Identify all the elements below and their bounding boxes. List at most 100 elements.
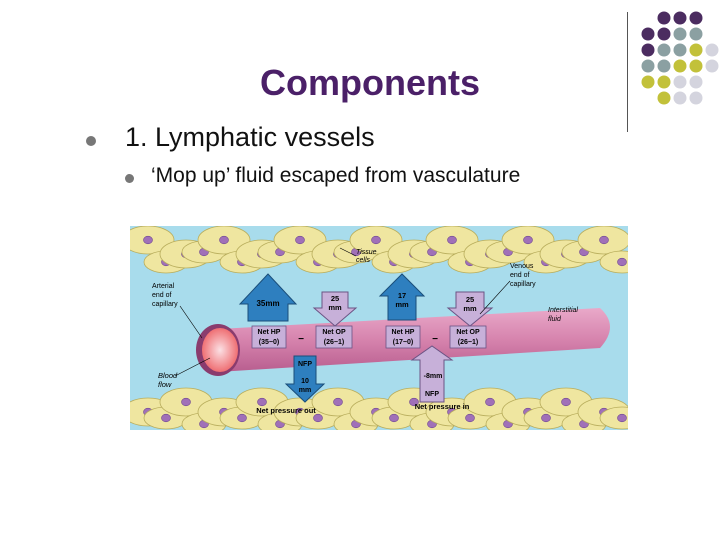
nfp-out-value: 10: [301, 378, 309, 385]
label-35mm: 35mm: [256, 299, 279, 308]
tissue-cells-label-2: cells: [356, 257, 371, 264]
cell-nucleus: [389, 413, 399, 423]
decorative-dot: [705, 43, 719, 57]
tissue-cells-bottom: [130, 387, 628, 430]
decorative-dot: [673, 91, 687, 105]
decorative-dot: [657, 75, 671, 89]
interstitial-fluid-label: Interstitial: [548, 307, 578, 314]
decorative-dot: [657, 43, 671, 57]
label-mm-left: mm: [328, 303, 342, 312]
cell-nucleus: [143, 235, 153, 245]
label-25-right: 25: [466, 295, 474, 304]
net-op-box-left: [315, 325, 353, 349]
decorative-dot: [673, 43, 687, 57]
label-mm-right: mm: [463, 304, 477, 313]
decorative-dot: [689, 59, 703, 73]
cell-nucleus: [465, 413, 475, 423]
arterial-end-label: Arterial: [152, 283, 175, 290]
decorative-dot: [689, 75, 703, 89]
slide-title: Components: [260, 62, 480, 103]
net-op-left-value: (26−1): [324, 339, 344, 346]
decorative-dot: [673, 59, 687, 73]
label-25-left: 25: [331, 294, 339, 303]
nfp-out-unit: mm: [299, 387, 311, 394]
cell-nucleus: [561, 397, 571, 407]
decorative-dot: [641, 75, 655, 89]
decorative-dot: [689, 91, 703, 105]
minus-sign-left: −: [298, 334, 304, 345]
net-op-right-value: (26−1): [458, 339, 478, 346]
decorative-dot: [689, 27, 703, 41]
cell-nucleus: [371, 235, 381, 245]
cell-nucleus: [485, 397, 495, 407]
net-hp-box-left: [251, 325, 287, 349]
nfp-in-label: NFP: [425, 391, 439, 398]
venous-end-label-2: end of: [510, 272, 530, 279]
decorative-dot: [641, 43, 655, 57]
arrow-25mm-left: [312, 291, 358, 327]
arrow-25mm-right: [446, 291, 494, 327]
cell-nucleus: [257, 397, 267, 407]
arrow-35mm: [238, 273, 298, 322]
venous-end-label: Venous: [510, 263, 534, 270]
net-pressure-in-label: Net pressure in: [415, 402, 470, 411]
nfp-out-label: NFP: [298, 361, 312, 368]
arterial-end-label-3: capillary: [152, 301, 178, 308]
net-hp-left-value: (35−0): [259, 339, 279, 346]
cell-nucleus: [333, 397, 343, 407]
capillary-lumen: [202, 328, 238, 372]
bullet-item-1: 1. Lymphatic vessels: [125, 122, 375, 152]
cell-nucleus: [409, 397, 419, 407]
net-hp-left: Net HP: [258, 329, 281, 336]
divider-line: [627, 12, 628, 132]
cell-nucleus: [447, 235, 457, 245]
tissue-cell: [599, 250, 628, 274]
bullet-item-2: ‘Mop up’ fluid escaped from vasculature: [151, 164, 521, 187]
decorative-dot: [657, 11, 671, 25]
net-op-box-right: [449, 325, 487, 349]
cell-nucleus: [541, 413, 551, 423]
decorative-dot: [689, 11, 703, 25]
decorative-dot: [657, 59, 671, 73]
interstitial-fluid-label-2: fluid: [548, 316, 562, 323]
decorative-dot: [641, 59, 655, 73]
cell-nucleus: [181, 397, 191, 407]
cell-nucleus: [599, 235, 609, 245]
net-op-right: Net OP: [456, 329, 480, 336]
cell-nucleus: [161, 413, 171, 423]
venous-end-label-3: capillary: [510, 281, 536, 288]
cell-nucleus: [617, 257, 627, 267]
decorative-dot: [673, 27, 687, 41]
net-hp-right: Net HP: [392, 329, 415, 336]
blood-flow-label: Blood: [158, 371, 178, 380]
bullet-icon: [86, 136, 96, 146]
arterial-end-label-2: end of: [152, 292, 172, 299]
cell-nucleus: [295, 235, 305, 245]
minus-sign-right: −: [432, 334, 438, 345]
cell-nucleus: [219, 235, 229, 245]
cell-nucleus: [523, 235, 533, 245]
decorative-dot: [673, 11, 687, 25]
decorative-dot: [641, 27, 655, 41]
capillary-exchange-diagram: 35mm 25 mm 17 mm 25 mm Net HP (35−0) Net…: [130, 226, 628, 430]
cell-nucleus: [617, 413, 627, 423]
decorative-dot-grid: [641, 11, 719, 105]
net-hp-box-right: [385, 325, 421, 349]
bullet-icon: [125, 174, 134, 183]
tissue-cell: [599, 406, 628, 430]
net-hp-right-value: (17−0): [393, 339, 413, 346]
net-pressure-out-label: Net pressure out: [256, 406, 316, 415]
blood-flow-label-2: flow: [158, 380, 172, 389]
cell-nucleus: [237, 413, 247, 423]
decorative-dot: [705, 59, 719, 73]
arrow-nfp-out: [284, 355, 326, 403]
nfp-in-value: -8mm: [424, 373, 443, 380]
arrow-nfp-in: [410, 345, 454, 403]
net-op-left: Net OP: [322, 329, 346, 336]
label-17-mm: mm: [395, 300, 409, 309]
tissue-cells-label: Tissue: [356, 249, 377, 256]
arrow-17mm: [378, 273, 426, 321]
tissue-cells-top: [130, 226, 628, 274]
label-17: 17: [398, 291, 406, 300]
decorative-dot: [657, 91, 671, 105]
